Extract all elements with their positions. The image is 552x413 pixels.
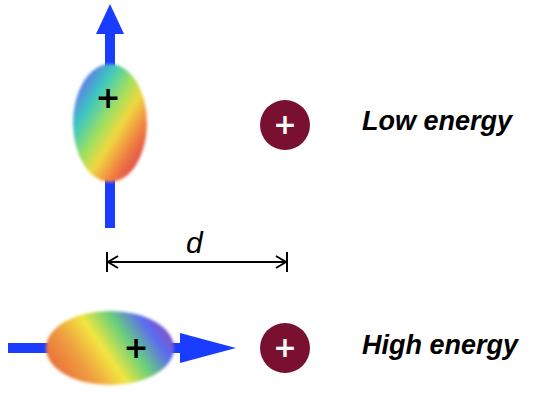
molecule-ellipsoid: +	[45, 310, 175, 386]
dimension-arrowhead	[108, 256, 118, 268]
energy-label: Low energy	[362, 106, 512, 136]
molecule-ellipsoid-outline	[45, 310, 175, 386]
molecule-ellipsoid-shape	[73, 64, 147, 182]
dimension-label-box: d	[186, 226, 203, 259]
point-charge-shape	[260, 100, 310, 150]
molecule-ellipsoid-shape	[46, 311, 174, 385]
dimension-label: d	[186, 226, 203, 259]
molecule-ellipsoid-outline	[72, 63, 148, 183]
charge-sign: +	[273, 111, 296, 139]
energy-label: High energy	[362, 330, 518, 360]
molecule-ellipsoid: +	[72, 63, 148, 183]
point-charge-shape	[260, 323, 310, 373]
charge-sign: +	[273, 334, 296, 362]
dimension-line	[108, 261, 286, 263]
point-charge: +	[259, 322, 311, 374]
energy-label-box: Low energy	[362, 107, 512, 137]
dipole-arrow-head	[96, 4, 124, 34]
point-charge: +	[259, 99, 311, 151]
charge-sign: +	[123, 333, 148, 363]
charge-sign: +	[95, 83, 120, 113]
dipole-arrow-head	[180, 333, 236, 363]
energy-label-box: High energy	[362, 331, 518, 361]
dimension-arrowhead	[276, 256, 286, 268]
